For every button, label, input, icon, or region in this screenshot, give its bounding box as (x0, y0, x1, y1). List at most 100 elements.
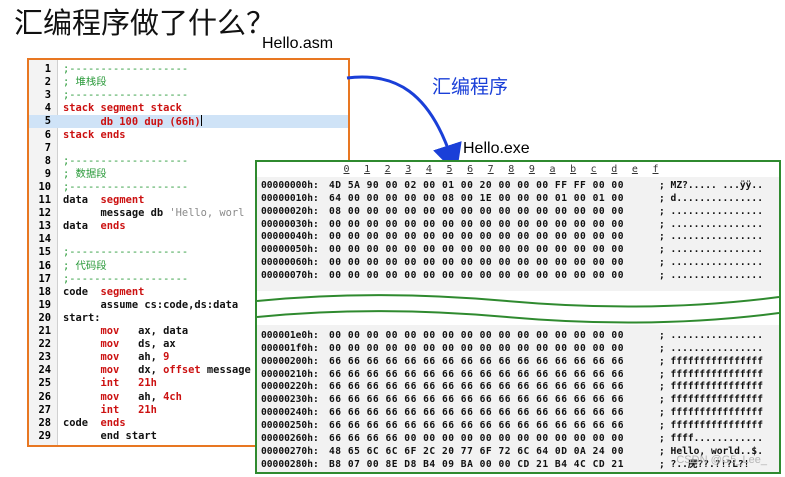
code-line: 7 (29, 142, 348, 155)
code-text: ;------------------- (63, 63, 188, 76)
hex-column-label: d (611, 164, 618, 175)
line-number: 19 (38, 298, 51, 311)
code-line: 5 db 100 dup (66h) (29, 115, 348, 129)
hex-address: 00000020h: (261, 205, 319, 217)
code-line: 12 message db 'Hello, worl (29, 207, 348, 220)
hex-address: 00000220h: (261, 381, 319, 393)
hex-address: 00000200h: (261, 355, 319, 367)
code-text: ; 数据段 (63, 168, 107, 181)
code-token: mov (100, 390, 120, 403)
hex-address: 00000260h: (261, 432, 319, 444)
output-file-label: Hello.exe (463, 140, 530, 157)
hex-bytes: 00 00 00 00 00 00 00 00 00 00 00 00 00 0… (329, 231, 624, 243)
code-text: stack segment stack (63, 102, 182, 115)
hex-address: 00000070h: (261, 269, 319, 281)
hex-bytes: 66 66 66 66 66 66 66 66 66 66 66 66 66 6… (329, 381, 624, 393)
line-number: 13 (38, 220, 51, 233)
hex-ascii: ; ffffffffffffffff (659, 381, 763, 393)
hex-ascii: ; d............... (659, 192, 763, 204)
code-line: 25 int 21h (29, 377, 348, 390)
code-text: end start (63, 430, 157, 443)
line-number: 11 (38, 194, 51, 206)
line-number: 29 (38, 429, 51, 442)
code-text: ;------------------- (63, 89, 188, 102)
watermark: CSDN @G5_Lee_ (676, 454, 767, 466)
code-token: 9 (163, 351, 170, 364)
code-token: ; 堆栈段 (63, 76, 107, 89)
code-text: code ends (63, 417, 126, 430)
hex-address: 00000040h: (261, 231, 319, 243)
hex-ascii: ; ................ (659, 269, 763, 281)
hex-bytes: 00 00 00 00 00 00 00 00 00 00 00 00 00 0… (329, 269, 624, 281)
hex-bytes: 00 00 00 00 00 00 00 00 00 00 00 00 00 0… (329, 244, 624, 256)
line-number: 20 (38, 311, 51, 324)
hex-bytes: 66 66 66 66 66 66 66 66 66 66 66 66 66 6… (329, 394, 624, 406)
hex-column-label: 7 (487, 164, 494, 175)
hex-ascii: ; ffffffffffffffff (659, 419, 763, 431)
break-wave-lines (257, 294, 779, 324)
code-text: ;------------------- (63, 246, 188, 259)
code-text: ; 代码段 (63, 260, 107, 273)
code-line: 3 ;------------------- (29, 89, 348, 102)
hex-address: 00000230h: (261, 394, 319, 406)
line-number: 21 (38, 325, 51, 337)
hex-ascii: ; ffffffffffffffff (659, 394, 763, 406)
code-line: 23 mov ah, 9 (29, 351, 348, 364)
code-line: 14 (29, 233, 348, 246)
hex-column-label: 0 (343, 164, 350, 175)
hex-ascii: ; ................ (659, 342, 763, 354)
source-file-label: Hello.asm (262, 35, 334, 52)
hex-ascii: ; ................ (659, 218, 763, 230)
code-token: 21h (138, 403, 157, 416)
hex-ascii: ; ffffffffffffffff (659, 355, 763, 367)
code-token: ends (100, 220, 126, 233)
code-token: message (200, 364, 251, 377)
code-line: 19 assume cs:code,ds:data (29, 299, 348, 312)
code-text: ;------------------- (63, 181, 188, 194)
hex-address: 00000000h: (261, 180, 319, 191)
code-text: ; 堆栈段 (63, 76, 107, 89)
code-line: 15;------------------- (29, 246, 348, 259)
code-text: data ends (63, 220, 126, 233)
code-line: 27 int 21h (29, 404, 348, 417)
code-text: db 100 dup (66h) (63, 115, 202, 129)
code-line: 29 end start (29, 430, 348, 443)
code-line: 2; 堆栈段 (29, 76, 348, 89)
code-line: 11 data segment (29, 194, 348, 207)
code-text: message db 'Hello, worl (63, 207, 245, 220)
hex-column-label: a (549, 164, 556, 175)
line-number: 14 (38, 233, 51, 246)
hex-column-label: 5 (446, 164, 453, 175)
line-number: 17 (38, 272, 51, 285)
code-token: message db (63, 207, 170, 220)
hex-column-label: 2 (384, 164, 391, 175)
hex-column-label: 4 (425, 164, 432, 175)
hex-column-label: 6 (467, 164, 474, 175)
hex-address: 00000240h: (261, 407, 319, 419)
code-token: offset (163, 364, 201, 377)
code-text: mov ah, 9 (63, 351, 170, 364)
line-number: 27 (38, 403, 51, 416)
line-number: 16 (38, 259, 51, 272)
code-token: int (100, 403, 120, 416)
hex-bytes: 64 00 00 00 00 00 08 00 1E 00 00 00 01 0… (329, 192, 624, 204)
line-number: 24 (38, 364, 51, 377)
hex-address: 00000270h: (261, 445, 319, 457)
code-text: stack ends (63, 129, 126, 142)
code-token: ;------------------- (63, 180, 189, 193)
code-line: 13 data ends (29, 220, 348, 233)
code-token: data (63, 194, 101, 206)
hex-column-label: 9 (528, 164, 535, 175)
line-number: 3 (44, 89, 51, 102)
hex-address: 00000280h: (261, 458, 319, 470)
line-number: 22 (38, 338, 51, 351)
code-token: dx, (119, 364, 164, 377)
code-text: code segment (63, 286, 144, 299)
code-text: data segment (63, 194, 144, 207)
hex-bytes: 66 66 66 66 66 66 66 66 66 66 66 66 66 6… (329, 368, 624, 380)
code-token: ;------------------- (63, 154, 189, 167)
